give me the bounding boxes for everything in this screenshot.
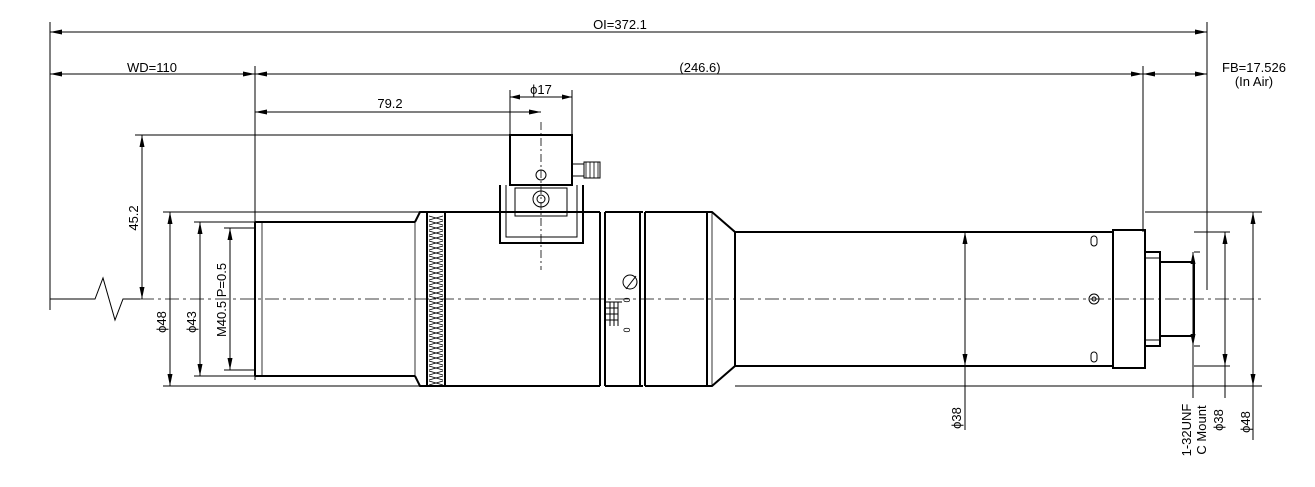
rear-outer-diameter-dimension: ϕ48 bbox=[735, 211, 1262, 440]
knob-offset-label: 79.2 bbox=[377, 96, 402, 111]
front-outer-diameter-label: ϕ48 bbox=[154, 311, 169, 333]
optical-axis bbox=[50, 276, 1265, 322]
rear-barrel bbox=[735, 229, 1146, 369]
mount-thread-label: 1-32UNF bbox=[1179, 404, 1194, 457]
filter-thread-label: M40.5 P=0.5 bbox=[214, 263, 229, 337]
front-outer-diameter-dimension: ϕ48 bbox=[154, 211, 420, 387]
working-distance-label: WD=110 bbox=[127, 60, 177, 75]
front-diameter-label: ϕ43 bbox=[184, 311, 199, 333]
mount-thread-dimension: 1-32UNF C Mount bbox=[1179, 251, 1209, 457]
aperture-scale-top-mark: 0 bbox=[622, 297, 632, 302]
knob-diameter-dimension: ϕ17 bbox=[509, 82, 573, 135]
front-diameter-dimension: ϕ43 bbox=[184, 221, 255, 377]
flange-back-note: (In Air) bbox=[1235, 74, 1273, 89]
body-length-label: (246.6) bbox=[679, 60, 720, 75]
mount-diameter-dimension: ϕ38 bbox=[1194, 231, 1230, 431]
knob-height-dimension: 45.2 bbox=[126, 134, 510, 299]
filter-thread-dimension: M40.5 P=0.5 bbox=[214, 227, 255, 371]
knob-offset-dimension: 79.2 bbox=[255, 96, 541, 115]
knob-diameter-label: ϕ17 bbox=[530, 82, 552, 97]
rear-diameter-mid-label: ϕ38 bbox=[949, 407, 964, 429]
aperture-scale-bottom-mark: 0 bbox=[622, 327, 632, 332]
lock-screw bbox=[583, 161, 601, 179]
mount-name-label: C Mount bbox=[1194, 405, 1209, 455]
working-distance-dimension: WD=110 bbox=[50, 60, 255, 77]
c-mount bbox=[1145, 251, 1195, 347]
knob-height-label: 45.2 bbox=[126, 205, 141, 230]
focus-lock-knob bbox=[499, 122, 601, 270]
main-barrel bbox=[445, 211, 736, 387]
rear-outer-diameter-label: ϕ48 bbox=[1238, 411, 1253, 433]
flange-back-label: FB=17.526 bbox=[1222, 60, 1286, 75]
rear-diameter-mid-dimension: ϕ38 bbox=[949, 232, 968, 430]
overall-length-dimension: OI=372.1 bbox=[49, 17, 1208, 310]
overall-length-label: OI=372.1 bbox=[593, 17, 647, 32]
aperture-scale: 0 0 bbox=[606, 274, 638, 333]
focus-grip-knurl bbox=[426, 211, 446, 387]
rear-screw-bottom bbox=[1090, 351, 1098, 363]
rear-screw-top bbox=[1090, 235, 1098, 247]
mount-diameter-label: ϕ38 bbox=[1211, 409, 1226, 431]
rear-screw-center bbox=[1088, 293, 1100, 305]
flange-back-dimension: FB=17.526 (In Air) bbox=[1143, 60, 1286, 89]
